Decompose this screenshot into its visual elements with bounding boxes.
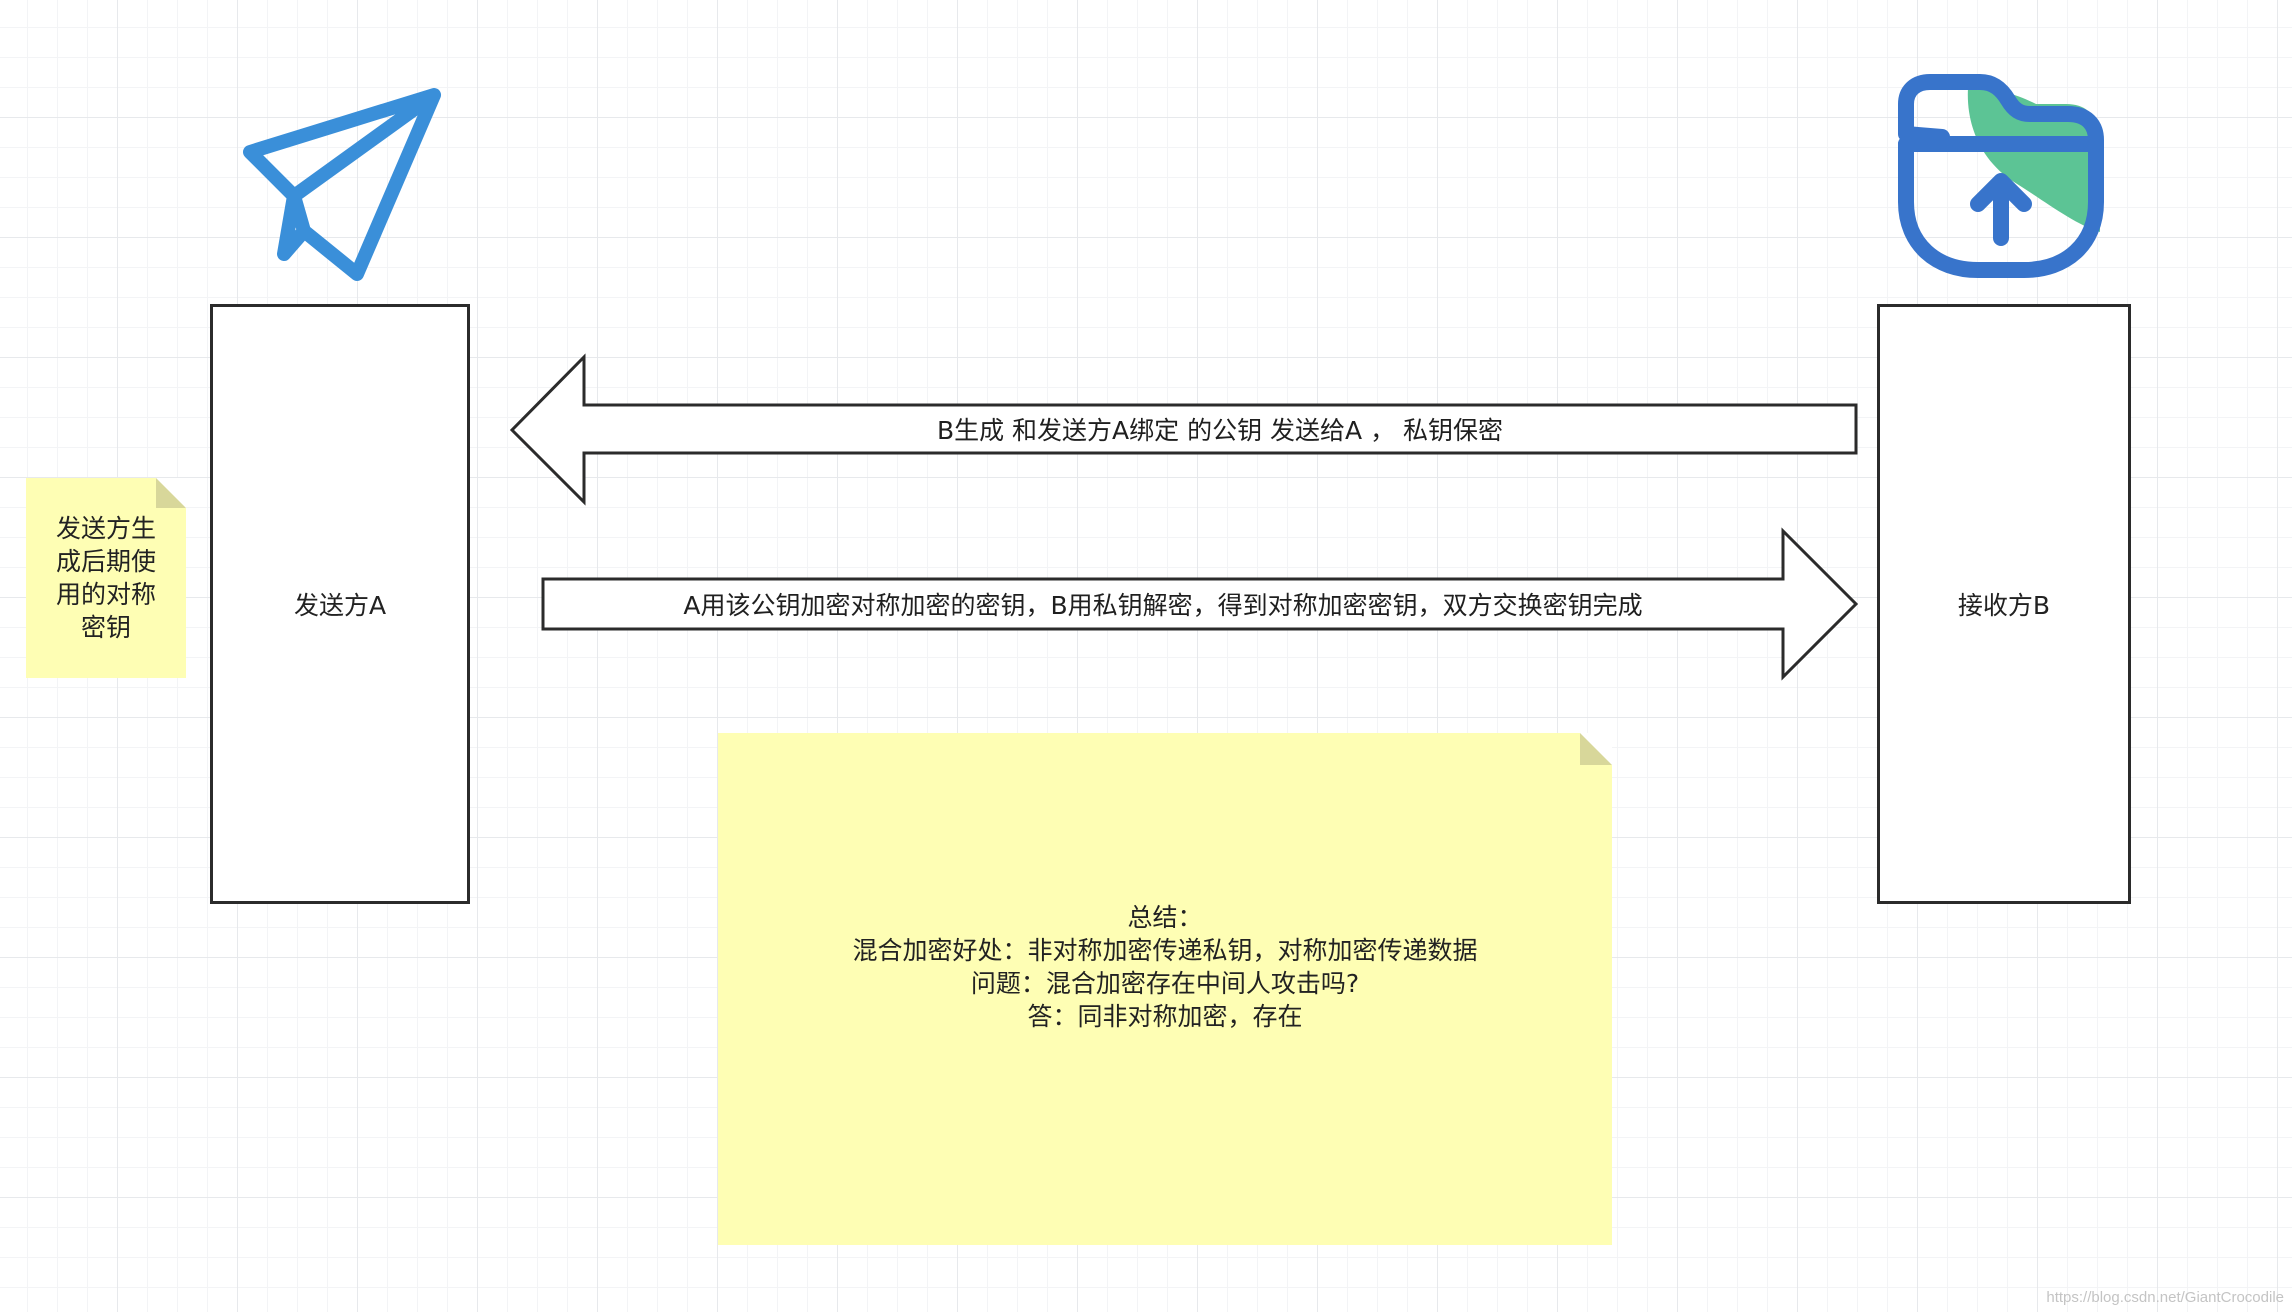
receiver-box: 接收方B bbox=[1877, 304, 2131, 904]
arrow-to-sender-label: B生成 和发送方A绑定 的公钥 发送给A ， 私钥保密 bbox=[936, 416, 1504, 445]
summary-title: 总结： bbox=[1127, 902, 1203, 932]
summary-line-benefit: 混合加密好处：非对称加密传递私钥，对称加密传递数据 bbox=[852, 935, 1478, 965]
summary-line-answer: 答：同非对称加密，存在 bbox=[1027, 1001, 1303, 1031]
summary-sticky-note: 总结： 混合加密好处：非对称加密传递私钥，对称加密传递数据 问题：混合加密存在中… bbox=[718, 733, 1612, 1245]
folder-upload-icon bbox=[1896, 74, 2106, 278]
arrow-to-receiver-label: A用该公钥加密对称加密的密钥，B用私钥解密，得到对称加密密钥，双方交换密钥完成 bbox=[683, 591, 1643, 620]
summary-text: 总结： 混合加密好处：非对称加密传递私钥，对称加密传递数据 问题：混合加密存在中… bbox=[852, 901, 1477, 1033]
arrow-to-receiver-shape bbox=[541, 527, 1859, 681]
sender-box: 发送方A bbox=[210, 304, 470, 904]
sender-label: 发送方A bbox=[293, 591, 387, 620]
sticky-fold-corner bbox=[1580, 733, 1612, 765]
side-note-text: 发送方生成后期使用的对称密钥 bbox=[55, 514, 156, 642]
paper-plane-icon bbox=[238, 84, 444, 284]
watermark: https://blog.csdn.net/GiantCrocodile bbox=[2046, 1289, 2284, 1306]
sticky-fold-corner bbox=[156, 478, 186, 508]
receiver-label: 接收方B bbox=[1957, 591, 2051, 620]
arrow-to-sender-shape bbox=[509, 353, 1858, 506]
summary-line-question: 问题：混合加密存在中间人攻击吗? bbox=[970, 968, 1360, 998]
side-sticky-note: 发送方生成后期使用的对称密钥 bbox=[26, 478, 186, 678]
